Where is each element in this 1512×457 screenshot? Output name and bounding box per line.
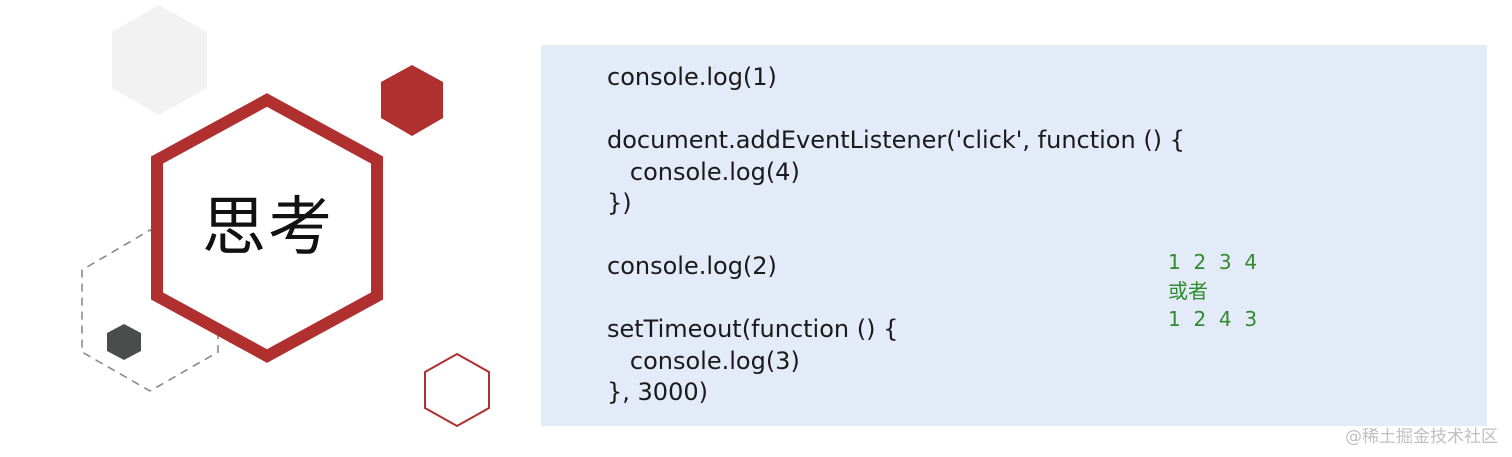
code-line: console.log(4): [607, 157, 800, 186]
code-line: console.log(1): [607, 63, 777, 91]
code-line: [607, 220, 1185, 252]
code-line: console.log(3): [607, 346, 800, 375]
dashed-hexagon-shape: [81, 229, 219, 392]
watermark: @稀土掘金技术社区: [1345, 427, 1498, 447]
code-panel: console.log(1) document.addEventListener…: [541, 45, 1487, 426]
code-line: document.addEventListener('click', funct…: [607, 126, 1185, 154]
answer-block: 1 2 3 4 或者 1 2 4 3: [1168, 248, 1257, 334]
code-block: console.log(1) document.addEventListener…: [607, 62, 1185, 409]
code-line: }): [607, 189, 632, 217]
code-line: console.log(2): [607, 252, 777, 280]
answer-separator: 或者: [1168, 278, 1208, 303]
code-line: setTimeout(function () {: [607, 315, 899, 343]
answer-option-b: 1 2 4 3: [1168, 307, 1258, 331]
big-red-hexagon-shape: [151, 93, 383, 363]
code-line: }, 3000): [607, 378, 708, 406]
small-red-hexagon-shape: [381, 65, 443, 136]
gray-hexagon-shape: [112, 5, 207, 115]
answer-option-a: 1 2 3 4: [1168, 250, 1258, 274]
slide-title: 思考: [202, 191, 334, 265]
code-line: [607, 94, 1185, 126]
outline-red-hexagon-shape: [424, 352, 490, 428]
hexagon-decoration: [81, 5, 490, 428]
code-line: [607, 283, 1185, 315]
dark-hexagon-shape: [107, 324, 141, 360]
